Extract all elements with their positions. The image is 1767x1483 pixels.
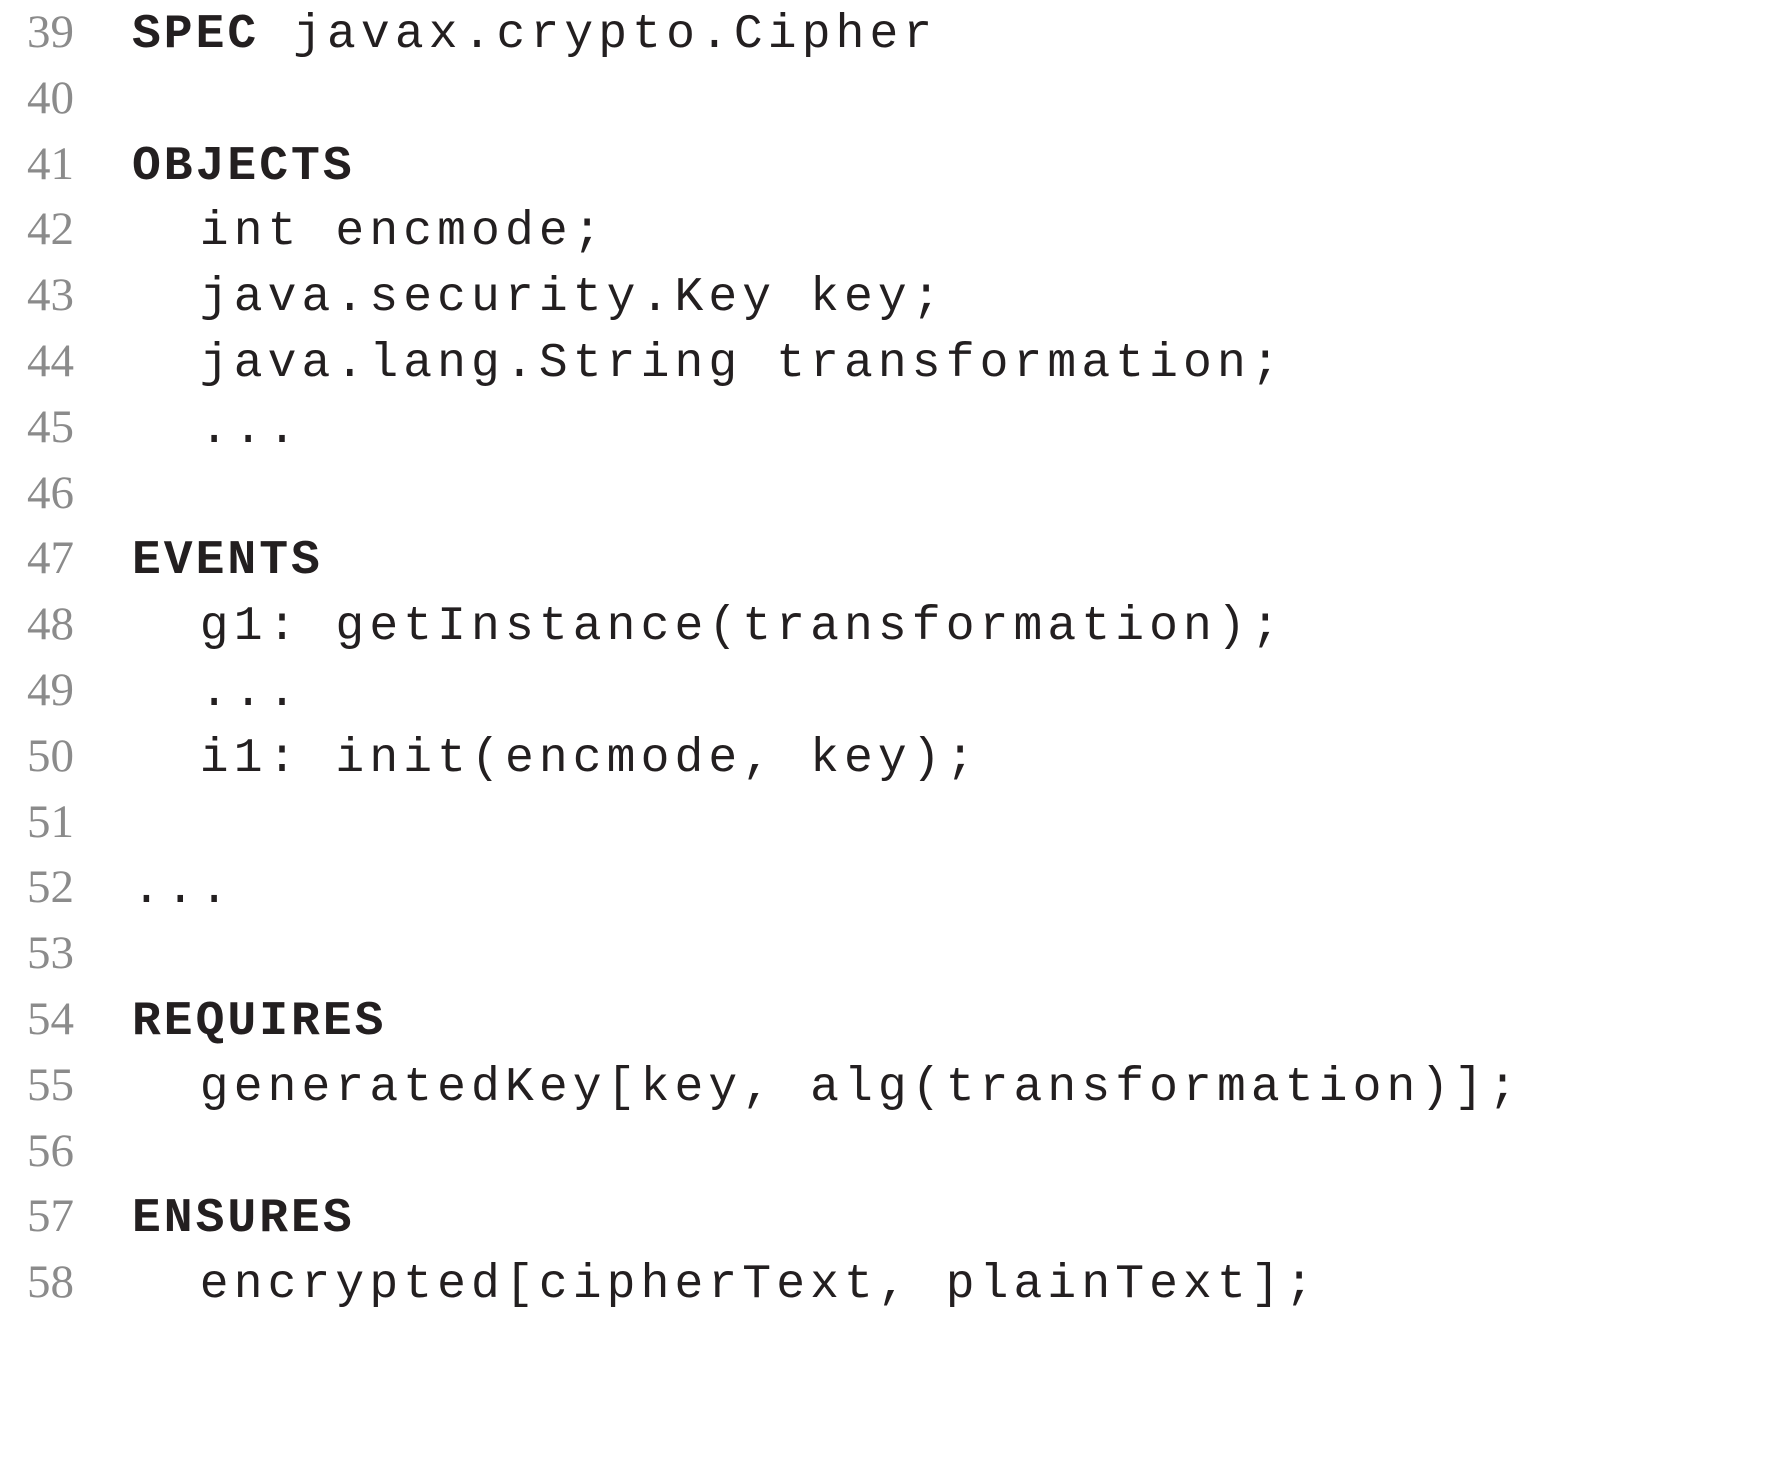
code-line: 46	[0, 461, 1767, 527]
line-number: 41	[27, 137, 74, 190]
code-line: 51	[0, 790, 1767, 856]
code-text: ...	[132, 402, 302, 457]
code-line: 52...	[0, 855, 1767, 921]
code-line: 53	[0, 921, 1767, 987]
line-number: 55	[27, 1058, 74, 1111]
code-line: 58 encrypted[cipherText, plainText];	[0, 1250, 1767, 1316]
line-number: 45	[27, 400, 74, 453]
code-line: 48 g1: getInstance(transformation);	[0, 592, 1767, 658]
line-content: generatedKey[key, alg(transformation)];	[78, 1056, 1767, 1122]
line-number: 43	[27, 269, 74, 322]
code-line: 40	[0, 66, 1767, 132]
code-line: 44 java.lang.String transformation;	[0, 329, 1767, 395]
code-text: g1: getInstance(transformation);	[132, 600, 1285, 655]
line-number: 42	[27, 203, 74, 256]
line-content: ...	[78, 858, 1767, 924]
line-content: ...	[78, 398, 1767, 464]
code-line: 49 ...	[0, 658, 1767, 724]
line-content: int encmode;	[78, 200, 1767, 266]
code-text: ...	[132, 665, 302, 720]
line-number: 53	[27, 927, 74, 980]
line-number: 44	[27, 334, 74, 387]
code-line: 54 REQUIRES	[0, 987, 1767, 1053]
line-content: i1: init(encmode, key);	[78, 727, 1767, 793]
code-text: java.security.Key key;	[132, 271, 946, 326]
keyword-token: EVENTS	[132, 534, 323, 589]
code-text: java.lang.String transformation;	[132, 336, 1285, 391]
code-line: 56	[0, 1119, 1767, 1185]
code-line: 41 OBJECTS	[0, 132, 1767, 198]
line-number: 48	[27, 598, 74, 651]
line-number: 40	[27, 71, 74, 124]
line-number: 54	[27, 992, 74, 1045]
line-content: ENSURES	[78, 1187, 1767, 1253]
code-line: 55 generatedKey[key, alg(transformation)…	[0, 1053, 1767, 1119]
code-line: 57 ENSURES	[0, 1184, 1767, 1250]
code-line: 43 java.security.Key key;	[0, 263, 1767, 329]
line-content: SPEC javax.crypto.Cipher	[78, 3, 1767, 69]
code-text: generatedKey[key, alg(transformation)];	[132, 1060, 1523, 1115]
line-number: 39	[27, 6, 74, 58]
code-line: 45 ...	[0, 395, 1767, 461]
code-line: 50 i1: init(encmode, key);	[0, 724, 1767, 790]
line-number: 49	[27, 663, 74, 716]
code-line: 42 int encmode;	[0, 197, 1767, 263]
line-content: ...	[78, 661, 1767, 727]
code-text: ...	[132, 863, 234, 918]
line-number: 58	[27, 1256, 74, 1309]
keyword-argument: javax.crypto.Cipher	[259, 8, 938, 62]
keyword-token: OBJECTS	[132, 139, 355, 194]
keyword-token: REQUIRES	[132, 994, 387, 1049]
line-content: REQUIRES	[78, 990, 1767, 1056]
line-content: OBJECTS	[78, 135, 1767, 201]
line-number: 46	[27, 466, 74, 519]
keyword-token: ENSURES	[132, 1192, 355, 1247]
line-number: 50	[27, 729, 74, 782]
code-text: i1: init(encmode, key);	[132, 731, 980, 786]
line-content: EVENTS	[78, 529, 1767, 595]
line-content: g1: getInstance(transformation);	[78, 595, 1767, 661]
code-text: encrypted[cipherText, plainText];	[132, 1258, 1319, 1313]
code-line: 47 EVENTS	[0, 526, 1767, 592]
line-number: 52	[27, 861, 74, 914]
line-content: java.security.Key key;	[78, 266, 1767, 332]
line-number: 57	[27, 1190, 74, 1243]
line-number: 47	[27, 532, 74, 585]
line-number: 51	[27, 795, 74, 848]
line-number: 56	[27, 1124, 74, 1177]
line-content: encrypted[cipherText, plainText];	[78, 1253, 1767, 1319]
code-text: int encmode;	[132, 205, 607, 260]
keyword-token: SPEC	[132, 8, 260, 62]
line-content: java.lang.String transformation;	[78, 332, 1767, 398]
